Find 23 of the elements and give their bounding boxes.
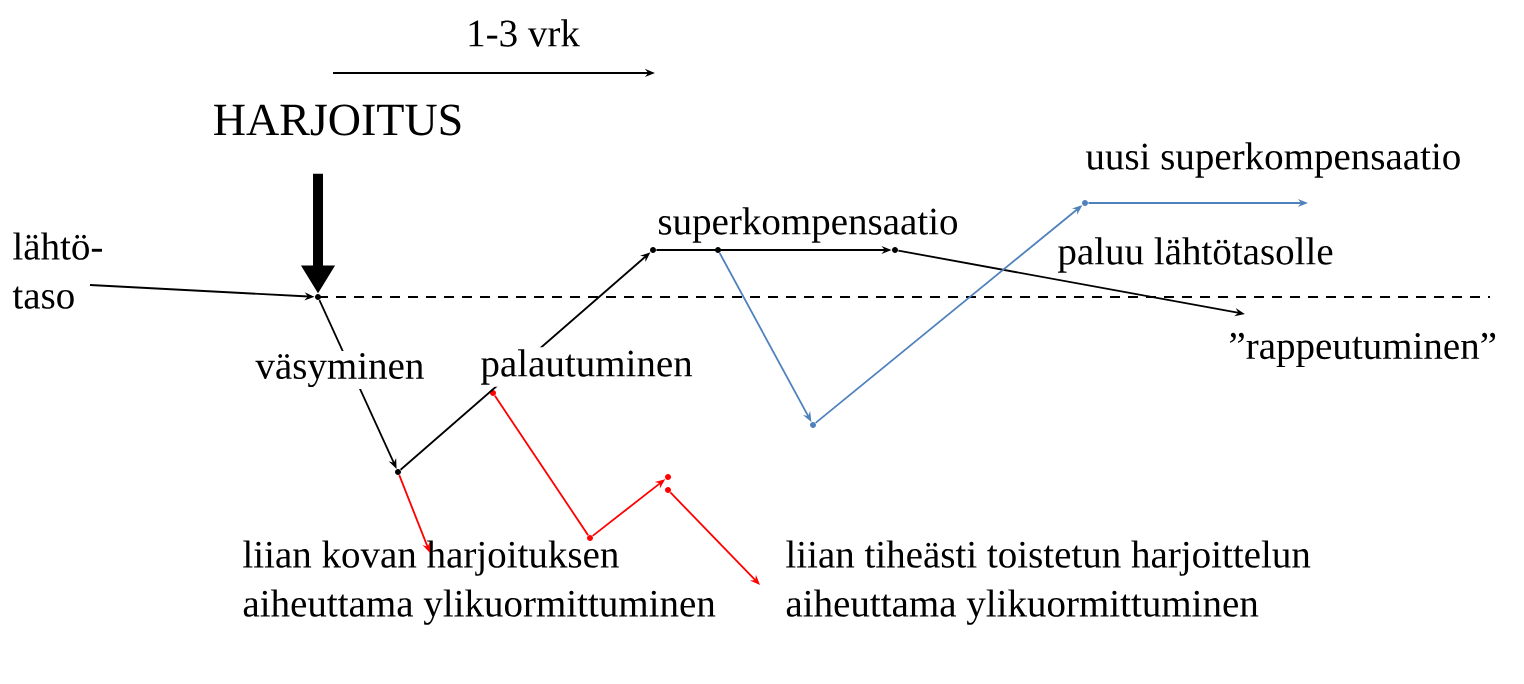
bend-point	[715, 247, 721, 253]
bend-point	[490, 390, 496, 396]
bend-point	[315, 294, 321, 300]
bend-point	[665, 487, 671, 493]
bend-point	[1082, 200, 1088, 206]
bend-point	[892, 247, 898, 253]
annotation-text: ”rappeutuminen”	[1230, 332, 1496, 368]
annotation-text: lähtö- taso	[12, 232, 102, 309]
annotation-text: palautuminen	[478, 347, 695, 387]
annotation-text: paluu lähtötasolle	[1055, 235, 1336, 275]
annotation-text: väsyminen	[253, 350, 427, 390]
bend-point	[650, 247, 656, 253]
annotation-text: uusi superkompensaatio	[1085, 142, 1460, 178]
bend-point	[810, 422, 816, 428]
bend-point	[395, 469, 401, 475]
annotation-text: superkompensaatio	[655, 205, 961, 245]
annotation-text: 1-3 vrk	[464, 17, 582, 49]
bend-point	[665, 474, 671, 480]
annotation-text: liian kovan harjoituksen aiheuttama ylikuormittuminen	[243, 540, 716, 625]
heading-text: HARJOITUS	[214, 104, 461, 136]
bend-point	[587, 535, 593, 541]
arrow	[669, 491, 760, 585]
annotation-text: liian tiheästi toistetun harjoittelun aiheuttama ylikuormittuminen	[786, 540, 1311, 625]
